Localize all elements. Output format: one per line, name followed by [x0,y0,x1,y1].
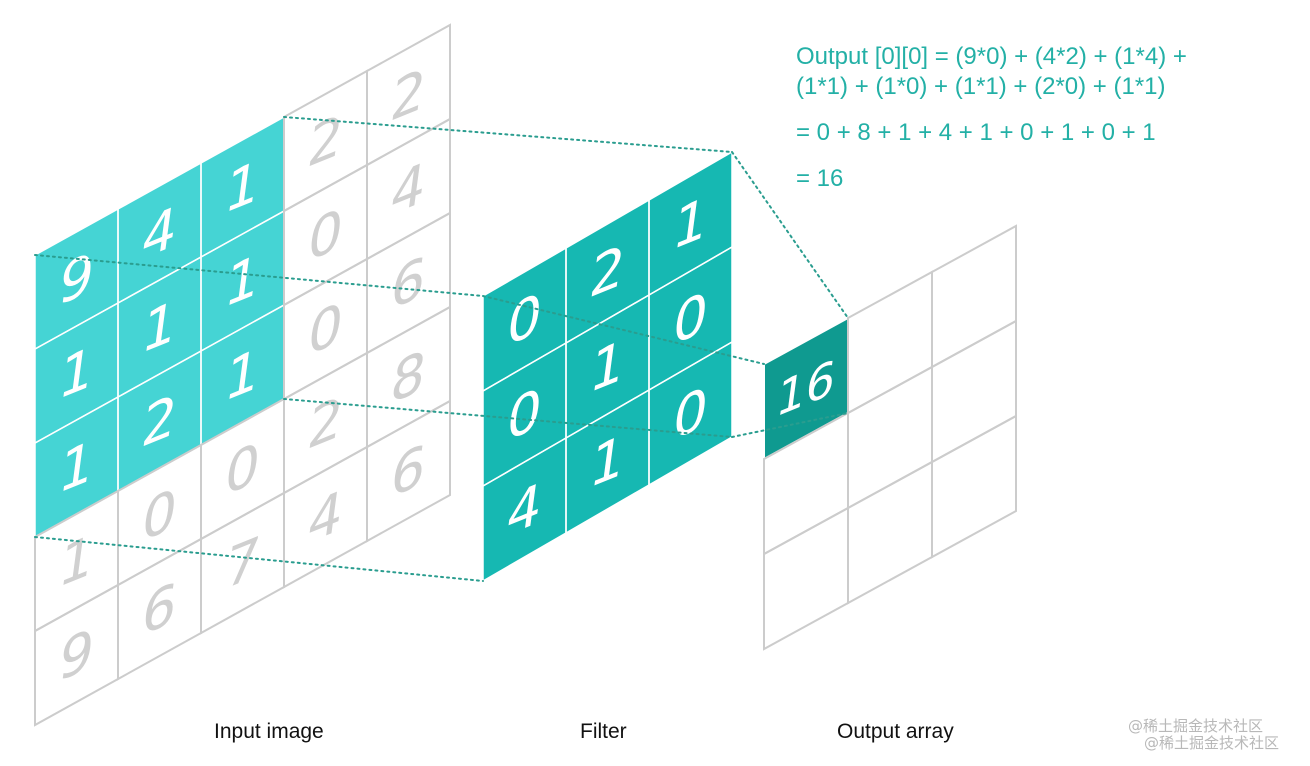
input-cell-value: 6 [138,569,181,650]
output-cell [931,319,1017,464]
input-cell-value: 2 [387,55,430,136]
formula-result: = 16 [796,165,844,192]
projection-line [283,398,733,438]
input-cell [366,399,451,543]
input-cell-value: 7 [221,523,264,604]
output-cell [847,270,933,415]
watermark-line-1: @稀土掘金技术社区 [1128,717,1264,735]
formula-block: Output [0][0] = (9*0) + (4*2) + (1*4) + … [796,42,1306,194]
output-cell [847,365,933,510]
input-cell-value: 0 [221,429,264,510]
output-array-grid: 16 [763,224,1017,651]
input-cell-value: 6 [387,431,430,512]
input-cell-value: 2 [304,101,347,182]
filter-caption: Filter [580,720,627,743]
output-cell [931,224,1017,369]
input-image-caption: Input image [214,720,324,743]
projection-line [482,295,765,365]
projection-lines [34,116,849,582]
projection-line [731,151,849,319]
filter-fill [483,152,732,581]
output-cell [763,506,849,651]
input-cell-value: 1 [55,521,98,602]
output-cell [931,414,1017,559]
input-highlight-region [35,117,284,537]
input-cell-value: 0 [304,289,347,370]
watermark-line-2: @稀土掘金技术社区 [1144,734,1280,752]
input-cell-value: 9 [55,615,98,696]
input-cell-value: 2 [304,383,347,464]
input-cell-value: 6 [387,243,430,324]
projection-line [731,412,849,438]
input-cell-value: 4 [304,477,347,558]
watermark: @稀土掘金技术社区 @稀土掘金技术社区 [1128,718,1308,752]
output-cell [847,460,933,605]
formula-line-3: = 0 + 8 + 1 + 4 + 1 + 0 + 1 + 0 + 1 [796,119,1156,146]
projection-line [34,254,484,297]
projection-line [283,116,733,153]
formula-line-2: (1*1) + (1*0) + (1*1) + (2*0) + (1*1) [796,73,1166,100]
output-array-caption: Output array [837,720,954,743]
input-cell-value: 0 [138,475,181,556]
input-cell-value: 4 [387,149,430,230]
formula-line-1: Output [0][0] = (9*0) + (4*2) + (1*4) + [796,43,1187,70]
input-cell-value: 8 [387,337,430,418]
input-cell-value: 0 [304,195,347,276]
